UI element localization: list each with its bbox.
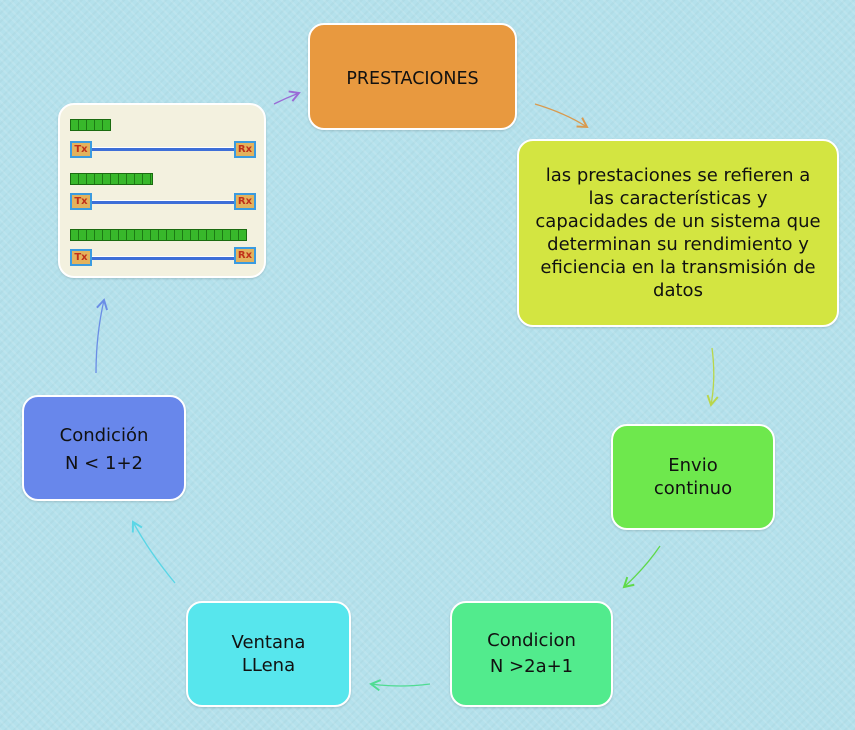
arrow-envio-to-condicion: [622, 545, 661, 589]
node-envio-continuo: Envio continuo: [611, 424, 775, 530]
tx-label-1: Tx: [70, 141, 92, 158]
arrow-prestaciones-to-description: [534, 103, 589, 129]
node-ventana-line2: LLena: [241, 655, 296, 676]
window-bar-2: [70, 173, 153, 185]
link-line-2: [92, 200, 236, 204]
window-bar-1: [70, 119, 111, 131]
node-description: las prestaciones se refieren a las carac…: [517, 139, 839, 327]
tx-label-2: Tx: [70, 193, 92, 210]
node-envio-line2: continuo: [653, 478, 733, 499]
node-window-illustration: Tx Rx Tx Rx Tx Rx: [58, 103, 266, 278]
node-ventana-llena: Ventana LLena: [186, 601, 351, 707]
arrow-ventana-to-condicion2: [131, 520, 176, 584]
rx-label-3: Rx: [234, 247, 256, 264]
node-prestaciones: PRESTACIONES: [308, 23, 517, 130]
arrow-condicion2-to-illustration: [95, 298, 108, 374]
arrow-condicion-to-ventana: [369, 679, 431, 692]
node-condicion: Condicion N >2a+1: [450, 601, 613, 707]
arrow-illustration-to-prestaciones: [273, 90, 301, 105]
tx-label-3: Tx: [70, 249, 92, 266]
rx-label-2: Rx: [234, 193, 256, 210]
node-condicion2-line2: N < 1+2: [65, 453, 143, 474]
link-line-3: [92, 256, 236, 260]
node-envio-line1: Envio: [668, 455, 718, 476]
arrow-description-to-envio: [706, 347, 719, 407]
node-prestaciones-label: PRESTACIONES: [346, 69, 479, 89]
node-ventana-line1: Ventana: [231, 632, 306, 653]
node-condicion-2: Condición N < 1+2: [22, 395, 186, 501]
node-condicion2-line1: Condición: [59, 425, 149, 446]
node-condicion-line2: N >2a+1: [489, 656, 574, 677]
link-line-1: [92, 147, 236, 151]
window-bar-3: [70, 229, 247, 241]
rx-label-1: Rx: [234, 141, 256, 158]
node-description-text: las prestaciones se refieren a las carac…: [535, 165, 821, 301]
node-condicion-line1: Condicion: [487, 630, 576, 651]
